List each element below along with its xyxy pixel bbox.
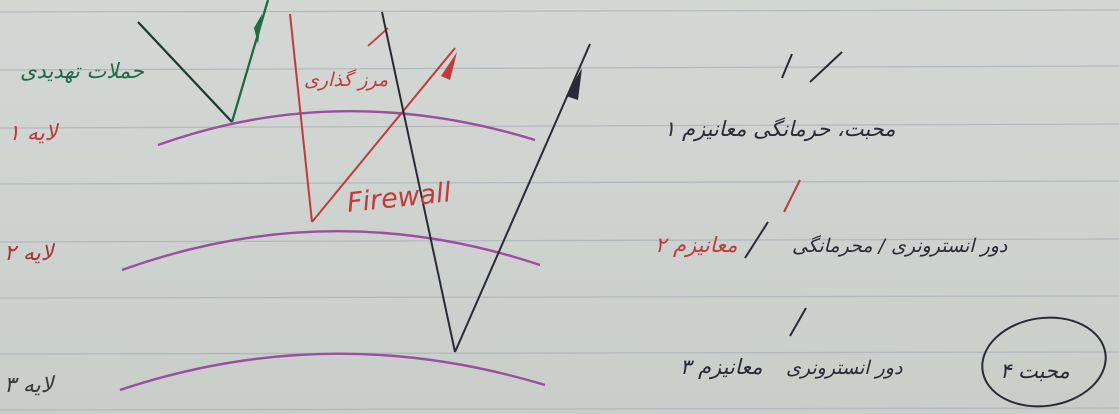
arrow-up-icon [441, 52, 457, 80]
filter-path [289, 13, 457, 223]
attack-label: حملات تهدیدی [20, 59, 145, 84]
mechanism-2: دور انسترونری / محرمانگی معانیزم ۲ [655, 179, 1008, 259]
arrow-up-icon [254, 14, 262, 44]
mechanism-1-text: محبت، حرمانگی معانیزم ۱ [664, 117, 896, 142]
layer-2-arc [121, 230, 541, 272]
circled-note: محبت ۴ [981, 316, 1107, 408]
filter-label: مرز گذاری [304, 68, 388, 91]
circled-note-text: محبت ۴ [1000, 359, 1070, 383]
layer-3-arc [119, 352, 546, 392]
mechanism-2-text: دور انسترونری / محرمانگی [792, 234, 1008, 257]
layer-1-label: لایه ۱ [8, 121, 60, 146]
mechanism-3: دور انسترونری معانیزم ۳ [680, 307, 903, 380]
ruled-lines [0, 9, 1119, 411]
layer-1-arc [157, 110, 536, 147]
mechanism-3-text: دور انسترونری [786, 357, 903, 379]
layer-3-label: لایه ۳ [4, 373, 56, 398]
layer-2-label: لایه ۲ [4, 241, 56, 266]
mechanism-3-label: معانیزم ۳ [680, 355, 763, 380]
attack-path [137, 0, 270, 123]
mechanism-2-label: معانیزم ۲ [655, 233, 738, 258]
deep-path [381, 11, 591, 353]
mechanism-1: محبت، حرمانگی معانیزم ۱ [664, 51, 896, 142]
arrow-up-icon [566, 68, 582, 100]
